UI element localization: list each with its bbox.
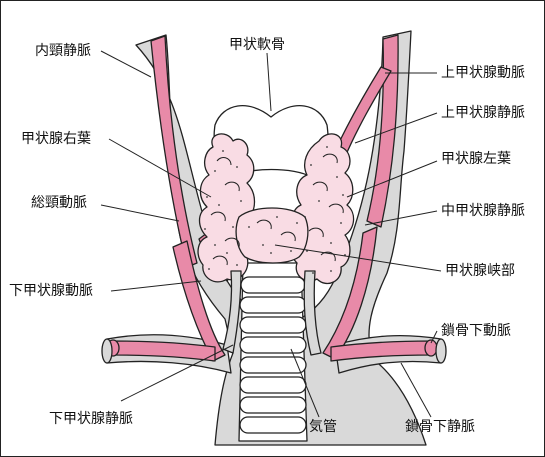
label-subclavian-vein: 鎖骨下静脈 (405, 419, 475, 435)
label-superior-thyroid-vein: 上甲状腺静脈 (441, 105, 525, 121)
label-left-lobe: 甲状腺左葉 (441, 151, 511, 167)
label-subclavian-artery: 鎖骨下動脈 (441, 323, 511, 339)
label-common-carotid-artery: 総頸動脈 (31, 195, 87, 211)
right-vein-stump (102, 339, 112, 363)
label-inferior-thyroid-artery: 下甲状腺動脈 (9, 283, 93, 299)
label-superior-thyroid-artery: 上甲状腺動脈 (441, 65, 525, 81)
left-vein-stump (436, 339, 446, 363)
label-isthmus: 甲状腺峡部 (445, 263, 515, 279)
label-thyroid-cartilage: 甲状軟骨 (229, 37, 285, 53)
right-common-carotid-artery (151, 36, 197, 267)
label-internal-jugular-vein: 内頸静脈 (35, 43, 91, 59)
label-trachea: 気管 (309, 419, 337, 435)
label-middle-thyroid-vein: 中甲状腺静脈 (441, 203, 525, 219)
label-inferior-thyroid-vein: 下甲状腺静脈 (49, 411, 133, 427)
label-right-lobe: 甲状腺右葉 (21, 131, 91, 147)
thyroid-isthmus-shape (236, 208, 308, 263)
